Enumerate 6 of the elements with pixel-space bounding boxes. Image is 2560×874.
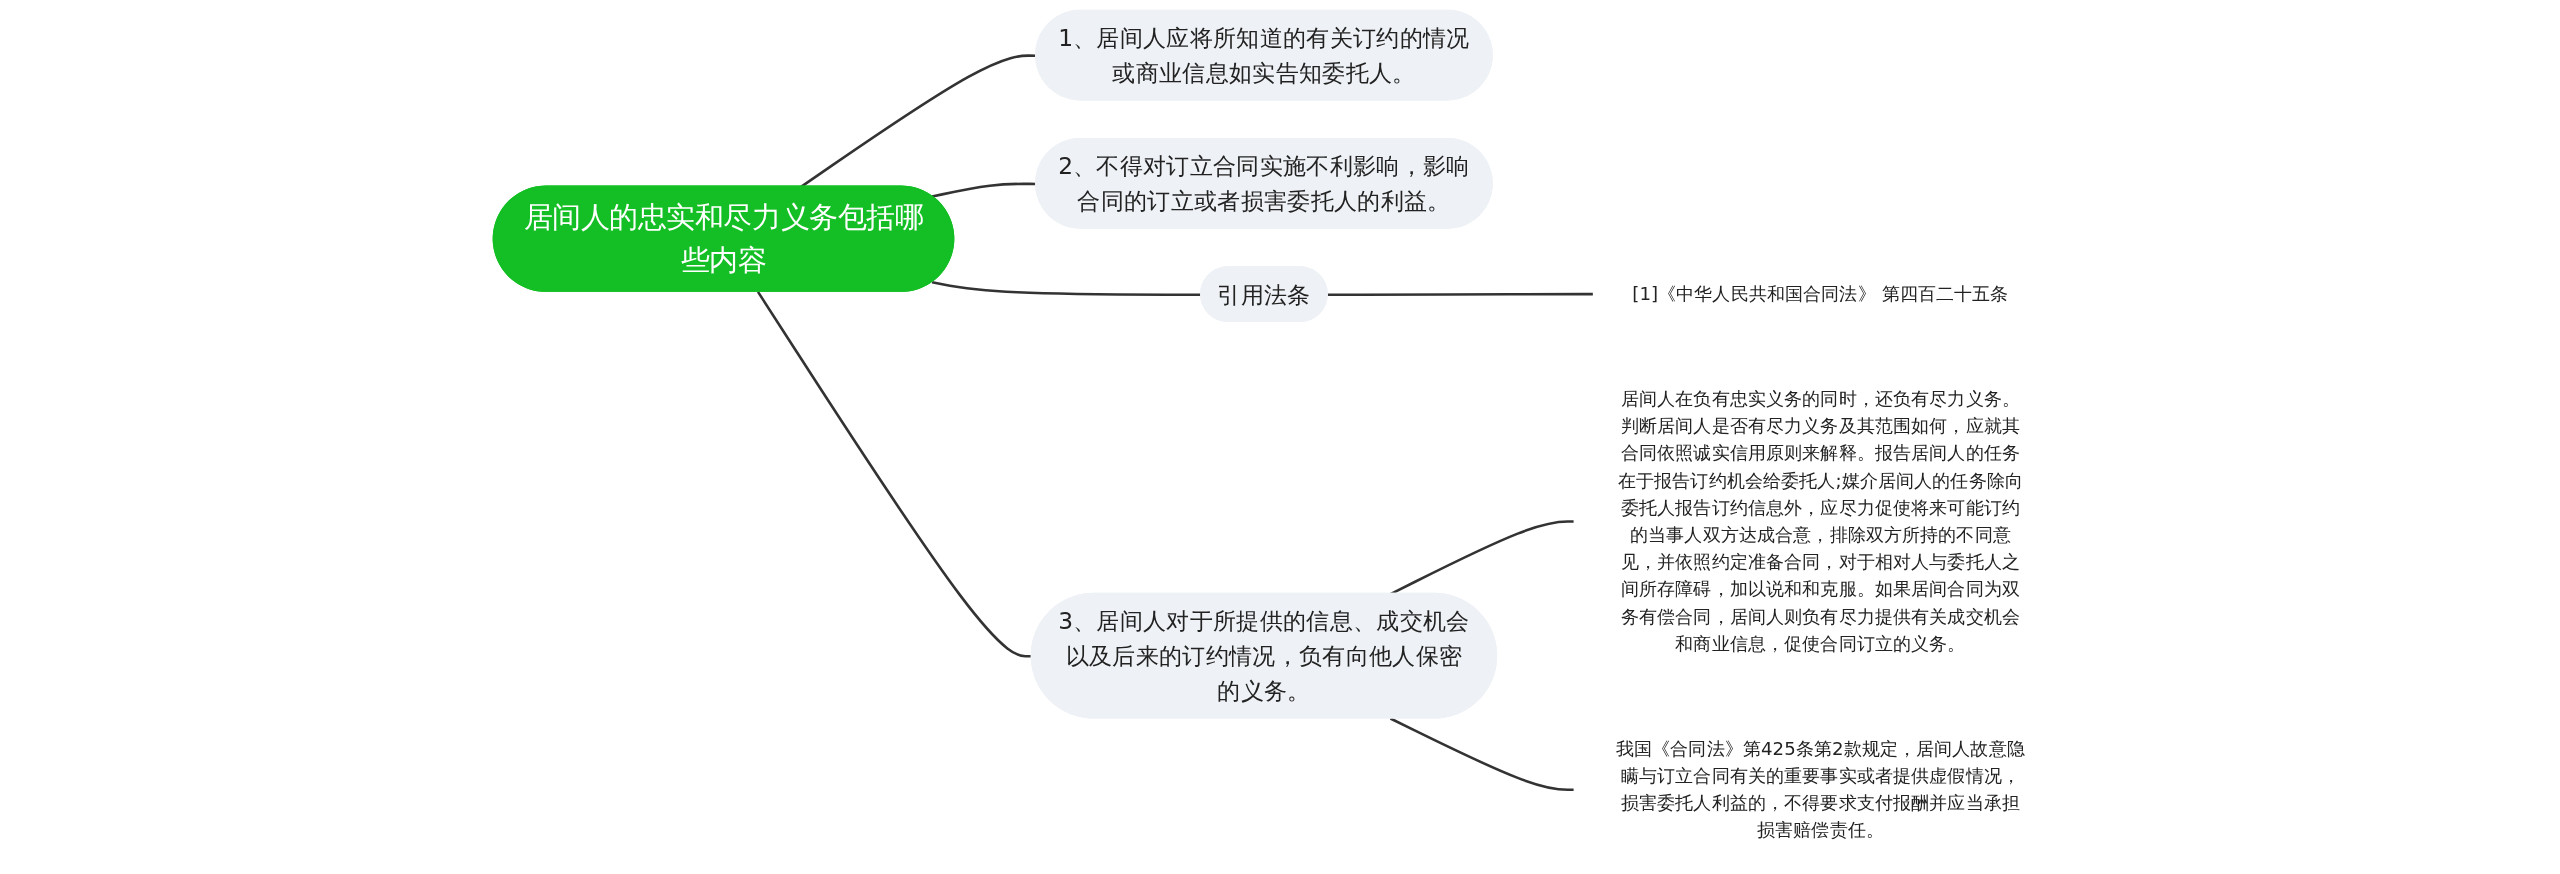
node-text: 居间人在负有忠实义务的同时，还负有尽力义务。判断居间人是否有尽力义务及其范围如何，应就其合同依照诚实信用原则来解释。报告居间人的任务在于报告订约机会给委托人;媒介居间人的任务除向委托人报告订约信息外，应尽力促使将来可能订约的当事人双方达成合意，排除双方所持的不同意见，并依照约定准备合同，对于相对人与委托人之间所存障碍，加以说和和克服。如果居间合同为双务有偿合同，居间人则负有尽力提供有关成交机会和商业信息，促使合同订立的义务。 xyxy=(1617,388,2024,654)
connector xyxy=(931,182,1037,198)
connector xyxy=(1389,717,1575,792)
connector xyxy=(1327,292,1594,297)
node-text: [1]《中华人民共和国合同法》 第四百二十五条 xyxy=(1632,283,2009,304)
node-text: 我国《合同法》第425条第2款规定，居间人故意隐瞒与订立合同有关的重要事实或者提供虚假情况，损害委托人利益的，不得要求支付报酬并应当承担损害赔偿责任。 xyxy=(1615,737,2025,841)
